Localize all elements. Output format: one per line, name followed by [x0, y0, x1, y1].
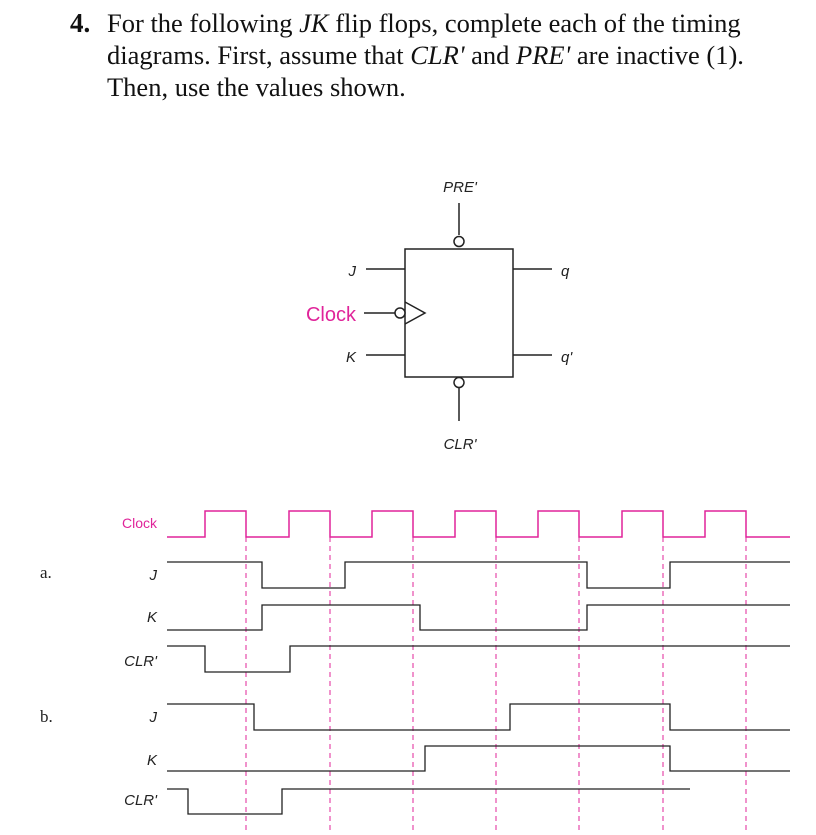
q-prime-label: q'	[561, 349, 573, 366]
part-b-clr-waveform	[167, 788, 690, 815]
clock-triangle	[404, 301, 427, 325]
q-label: q	[561, 263, 570, 280]
clock-label: Clock	[306, 304, 357, 326]
clock-waveform-label: Clock	[122, 515, 158, 531]
pre-bubble	[453, 235, 465, 248]
clr-label: CLR'	[444, 436, 478, 453]
question-text-line-3: Then, use the values shown.	[107, 72, 406, 102]
part-a-clr-label: CLR'	[124, 653, 158, 670]
pre-label: PRE'	[443, 179, 478, 196]
part-b-k-waveform	[167, 745, 790, 772]
clr-bubble	[453, 376, 465, 389]
part-b-k-label: K	[147, 752, 158, 769]
clock-waveform	[167, 510, 790, 538]
part-b-label: b.	[40, 707, 53, 726]
part-a-label: a.	[40, 563, 52, 582]
k-label: K	[346, 349, 357, 366]
jk-flip-flop-diagram: PRE' CLR' J Clock K q q'	[306, 179, 573, 453]
part-b-j-waveform	[167, 703, 790, 731]
part-a-clr-waveform	[167, 645, 790, 673]
question-number: 4.	[70, 8, 91, 38]
clock-bubble	[394, 307, 406, 319]
j-label: J	[348, 263, 357, 280]
part-a-k-label: K	[147, 609, 158, 626]
part-a-k-waveform	[167, 604, 790, 631]
part-b-clr-label: CLR'	[124, 792, 158, 809]
question-text-line-2: diagrams. First, assume that CLR' and PR…	[107, 40, 744, 70]
timing-diagrams: Clock a. J K CLR' b. J K CLR'	[40, 510, 790, 832]
flip-flop-box	[404, 248, 514, 378]
part-b-j-label: J	[149, 709, 158, 726]
part-a-j-label: J	[149, 567, 158, 584]
part-a-j-waveform	[167, 561, 790, 589]
question-text-line-1: For the following JK flip flops, complet…	[107, 8, 741, 38]
